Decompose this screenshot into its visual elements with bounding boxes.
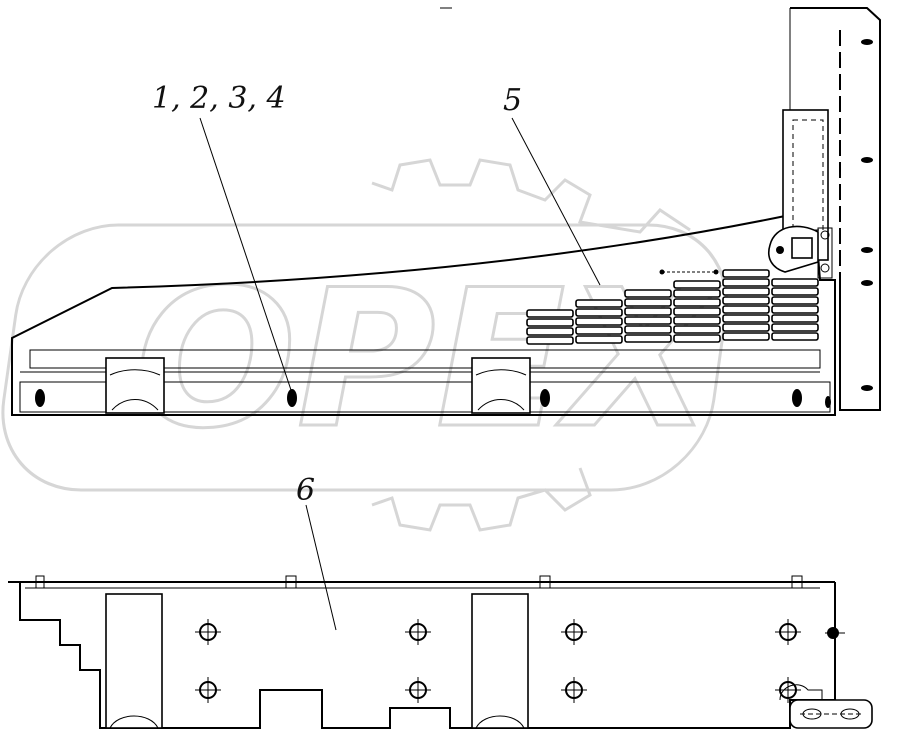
callout-group-1: 1, 2, 3, 4 xyxy=(152,81,293,394)
dimension-marker xyxy=(659,269,719,275)
mount-hole xyxy=(775,619,801,645)
callout-label-3: 6 xyxy=(296,473,315,508)
base-plate-outline xyxy=(19,582,836,729)
mount-hole xyxy=(405,677,431,703)
callout-label-1: 1, 2, 3, 4 xyxy=(152,81,286,116)
shim-plate xyxy=(722,278,770,287)
shim-plate xyxy=(771,314,819,323)
shim-plate xyxy=(624,307,672,316)
shim-plate xyxy=(771,323,819,332)
shim-plate xyxy=(771,305,819,314)
shim-plate xyxy=(771,332,819,341)
shim-plate xyxy=(722,269,770,278)
leader-line-2 xyxy=(511,117,601,286)
watermark-text: OPEX xyxy=(135,249,721,470)
callout-group-2: 5 xyxy=(503,83,601,286)
mount-hole xyxy=(775,677,801,703)
shim-plate xyxy=(673,307,721,316)
shim-plate xyxy=(526,327,574,336)
shim-plate xyxy=(526,309,574,318)
edge-bolts xyxy=(35,575,845,639)
rail-top xyxy=(29,349,821,369)
pocket-right xyxy=(471,593,529,729)
callout-label-2: 5 xyxy=(503,83,522,118)
shim-plate xyxy=(624,298,672,307)
shim-plate xyxy=(673,280,721,289)
shim-plate xyxy=(624,316,672,325)
shim-plate xyxy=(673,289,721,298)
shim-plate xyxy=(722,296,770,305)
mount-holes xyxy=(195,619,801,703)
mount-hole xyxy=(561,677,587,703)
watermark-logo: OPEX xyxy=(1,158,729,532)
mount-hole xyxy=(195,619,221,645)
bottom-assembly xyxy=(8,575,873,729)
leader-line-1 xyxy=(199,117,293,394)
watermark-gear xyxy=(371,158,691,532)
mount-hole xyxy=(561,619,587,645)
shim-plate xyxy=(526,336,574,345)
shim-plate xyxy=(575,308,623,317)
mount-hole xyxy=(405,619,431,645)
shim-plate xyxy=(673,334,721,343)
bracket-right xyxy=(471,357,531,414)
shim-plate xyxy=(624,334,672,343)
latch-bracket xyxy=(779,684,873,729)
shim-plate xyxy=(722,323,770,332)
shim-plate xyxy=(575,299,623,308)
shim-plate xyxy=(673,316,721,325)
shim-plate xyxy=(575,317,623,326)
shim-plate xyxy=(771,278,819,287)
shim-plate xyxy=(673,325,721,334)
shim-plate xyxy=(722,305,770,314)
top-assembly xyxy=(11,7,881,416)
shim-plate xyxy=(624,325,672,334)
shim-plate xyxy=(575,335,623,344)
mount-hole xyxy=(195,677,221,703)
end-plate xyxy=(768,7,881,411)
shim-plate xyxy=(673,298,721,307)
bracket-left xyxy=(105,357,165,414)
shim-plate xyxy=(526,318,574,327)
rail-bottom xyxy=(19,381,831,413)
shim-plate xyxy=(624,289,672,298)
shim-plate xyxy=(722,287,770,296)
bolt-heads xyxy=(35,389,831,408)
shim-plate xyxy=(771,296,819,305)
shim-plate xyxy=(722,332,770,341)
shim-plate xyxy=(722,314,770,323)
shim-stack xyxy=(526,269,819,345)
watermark-frame xyxy=(1,223,729,492)
shim-plate xyxy=(771,287,819,296)
callout-group-3: 6 xyxy=(296,473,337,631)
pocket-left xyxy=(105,593,163,729)
shim-plate xyxy=(575,326,623,335)
leader-line-3 xyxy=(305,504,337,631)
